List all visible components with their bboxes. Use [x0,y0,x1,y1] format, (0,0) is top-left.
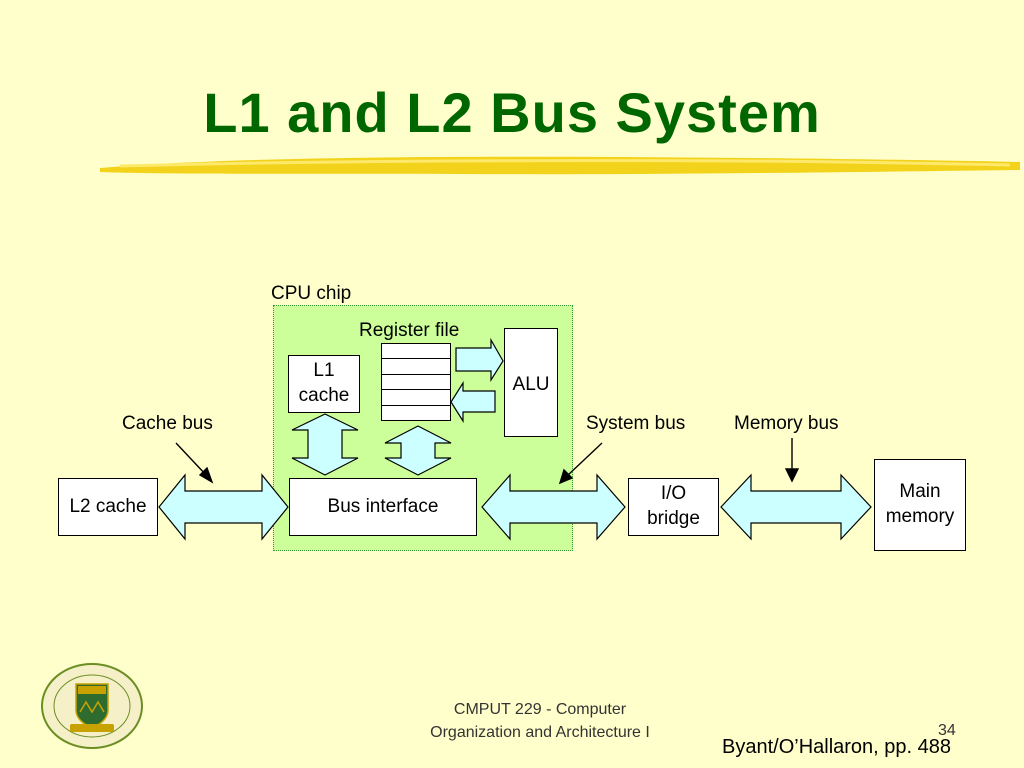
alu-label: ALU [512,374,550,395]
register-row [382,359,450,375]
cpu-chip-label: CPU chip [271,283,352,304]
alu-to-register-arrow [450,380,496,424]
main-memory-line1: Main [899,481,941,503]
cache-bus-pointer [175,442,208,477]
l1-cache-line1: L1 [313,360,335,382]
memory-bus-label: Memory bus [734,413,839,434]
l1-bus-arrow [291,413,359,476]
register-file [381,343,451,421]
l1-cache-line2: cache [298,385,350,406]
system-bus-pointer-head [558,468,574,485]
cache-bus-pointer-head [198,466,214,484]
register-row [382,375,450,391]
university-seal-logo [41,663,143,749]
l2-cache-label: L2 cache [69,495,147,517]
page-number: 34 [938,722,956,739]
register-to-alu-arrow [455,337,504,383]
footer-line-1: CMPUT 229 - Computer [453,701,627,718]
memory-bus-arrow [720,473,872,541]
register-bus-arrow [384,425,452,476]
io-bridge-line2: bridge [647,508,700,529]
io-bridge-line1: I/O [660,483,687,505]
system-bus-arrow [481,473,626,541]
register-row [382,344,450,360]
io-bridge-box: I/O bridge [628,478,719,536]
register-file-label: Register file [359,320,460,341]
l2-cache-box: L2 cache [58,478,158,536]
bus-interface-label: Bus interface [327,495,439,517]
cache-bus-label: Cache bus [122,413,213,434]
title-underline [100,156,1020,175]
footer-line-2: Organization and Architecture I [430,724,650,741]
main-memory-line2: memory [885,506,955,527]
system-bus-label: System bus [586,413,686,434]
citation: Byant/O’Hallaron, pp. 488 [722,736,952,758]
system-bus-pointer [566,442,603,477]
register-row [382,390,450,406]
alu-box: ALU [504,328,558,437]
memory-bus-pointer-head [784,468,800,483]
slide-title: L1 and L2 Bus System [203,81,821,144]
cache-bus-arrow [158,473,289,541]
l1-cache-box: L1 cache [288,355,360,413]
main-memory-box: Main memory [874,459,966,551]
footer: CMPUT 229 - Computer Organization and Ar… [330,698,750,744]
bus-interface-box: Bus interface [289,478,477,536]
